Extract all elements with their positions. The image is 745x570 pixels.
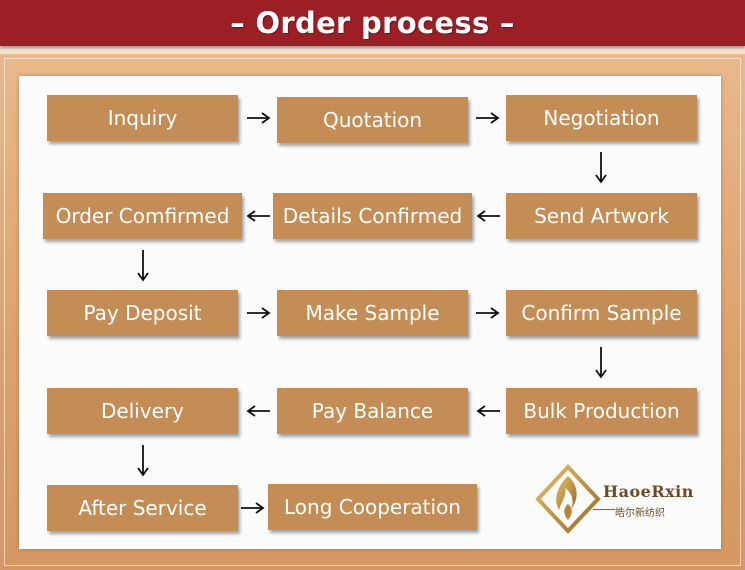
brand-logo: HaoeRxin 皓尔新纺织	[535, 464, 715, 534]
step-quotation: Quotation	[277, 97, 468, 143]
arrow-right-icon	[476, 112, 500, 124]
step-make-sample: Make Sample	[277, 290, 468, 336]
arrow-down-icon	[137, 250, 149, 282]
step-inquiry: Inquiry	[47, 95, 238, 141]
logo-subtitle: 皓尔新纺织	[615, 508, 665, 519]
step-bulk-production: Bulk Production	[506, 388, 697, 434]
arrow-right-icon	[247, 307, 271, 319]
arrow-left-icon	[246, 210, 270, 222]
step-order-confirmed: Order Comfirmed	[43, 193, 242, 239]
step-pay-deposit: Pay Deposit	[47, 290, 238, 336]
flame-diamond-icon	[535, 464, 601, 534]
arrow-down-icon	[137, 445, 149, 477]
logo-divider	[593, 509, 615, 510]
step-send-artwork: Send Artwork	[506, 193, 697, 239]
step-delivery: Delivery	[47, 388, 238, 434]
header-banner: – Order process –	[0, 0, 745, 46]
arrow-left-icon	[246, 405, 270, 417]
step-long-cooperation: Long Cooperation	[268, 484, 477, 530]
step-negotiation: Negotiation	[506, 95, 697, 141]
page-title: – Order process –	[230, 6, 515, 40]
arrow-left-icon	[476, 210, 500, 222]
step-confirm-sample: Confirm Sample	[506, 290, 697, 336]
arrow-left-icon	[476, 405, 500, 417]
frame-border	[4, 58, 741, 566]
arrow-right-icon	[241, 502, 265, 514]
arrow-down-icon	[595, 347, 607, 379]
logo-name: HaoeRxin	[603, 482, 694, 501]
arrow-right-icon	[247, 112, 271, 124]
step-details-confirmed: Details Confirmed	[273, 193, 472, 239]
arrow-down-icon	[595, 152, 607, 184]
step-pay-balance: Pay Balance	[277, 388, 468, 434]
arrow-right-icon	[476, 307, 500, 319]
step-after-service: After Service	[47, 485, 238, 531]
